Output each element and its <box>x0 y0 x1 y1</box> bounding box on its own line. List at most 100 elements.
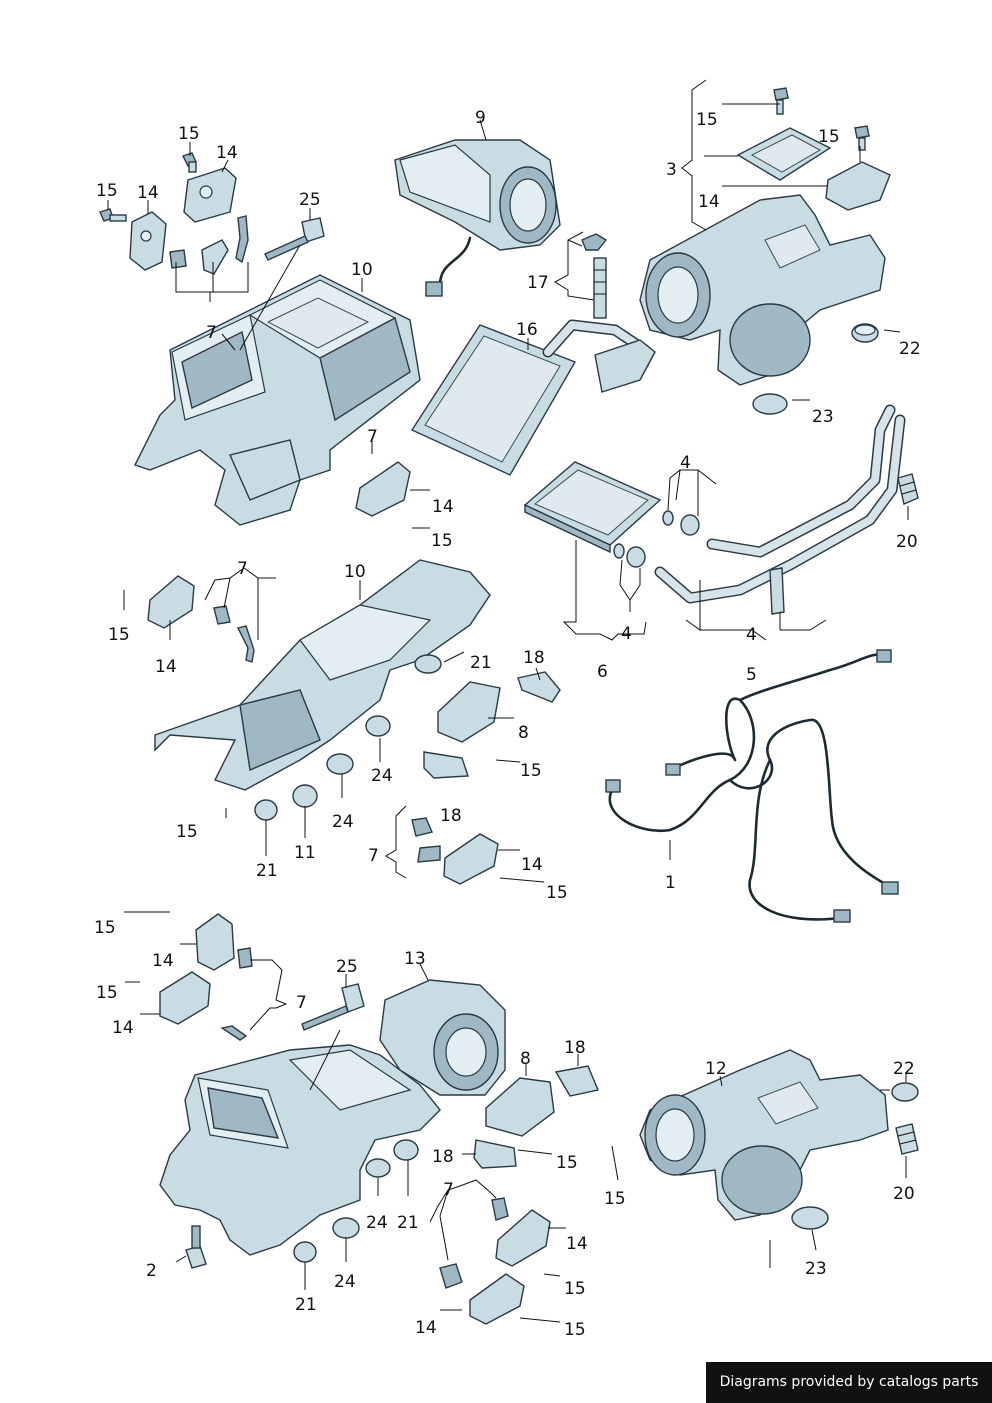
heat-exchanger-16 <box>410 319 656 476</box>
callout-15: 15 <box>176 822 198 842</box>
callout-8: 8 <box>518 723 529 743</box>
sensor-18 <box>554 1065 599 1097</box>
callout-23: 23 <box>812 407 834 427</box>
cover-plate <box>736 127 832 181</box>
callout-15: 15 <box>178 124 200 144</box>
callout-20: 20 <box>896 532 918 552</box>
callout-22: 22 <box>893 1059 915 1079</box>
callout-4: 4 <box>746 625 757 645</box>
grommet-20 <box>895 1123 919 1155</box>
callout-2: 2 <box>146 1261 157 1281</box>
heater-core-6 <box>523 461 662 554</box>
servo-motor-actuator <box>195 913 235 971</box>
callout-23: 23 <box>805 1259 827 1279</box>
callout-15: 15 <box>431 531 453 551</box>
callout-4: 4 <box>680 453 691 473</box>
callout-17: 17 <box>527 273 549 293</box>
screw <box>182 152 197 173</box>
callout-14: 14 <box>152 951 174 971</box>
callout-1: 1 <box>665 873 676 893</box>
sensor-18 <box>423 751 469 779</box>
wiring-harness-1 <box>605 649 899 923</box>
linkage-parts <box>220 947 253 1041</box>
air-distribution-housing-front <box>134 274 421 526</box>
gaskets-4 <box>613 510 700 568</box>
screw <box>854 125 870 151</box>
callout-4: 4 <box>621 624 632 644</box>
callout-14: 14 <box>137 183 159 203</box>
linkage-parts <box>439 1197 509 1289</box>
callout-9: 9 <box>475 108 486 128</box>
air-distribution-housing-13 <box>159 1044 441 1256</box>
callout-6: 6 <box>597 662 608 682</box>
linkage-parts <box>213 605 255 663</box>
callout-25: 25 <box>336 957 358 977</box>
callout-15: 15 <box>604 1189 626 1209</box>
callout-14: 14 <box>415 1318 437 1338</box>
linkage-parts <box>169 215 249 275</box>
callout-24: 24 <box>371 766 393 786</box>
callout-15: 15 <box>108 625 130 645</box>
callout-15: 15 <box>696 110 718 130</box>
callout-21: 21 <box>470 653 492 673</box>
blower-housing-13 <box>379 979 506 1096</box>
callout-18: 18 <box>564 1038 586 1058</box>
callout-14: 14 <box>566 1234 588 1254</box>
callout-21: 21 <box>397 1213 419 1233</box>
callout-21: 21 <box>295 1295 317 1315</box>
callout-12: 12 <box>705 1059 727 1079</box>
callout-14: 14 <box>521 855 543 875</box>
screw <box>773 87 789 115</box>
coolant-pipes-5 <box>654 404 906 615</box>
plug-22 <box>891 1082 919 1102</box>
callout-15: 15 <box>546 883 568 903</box>
servo-motor-actuator <box>183 167 237 223</box>
callout-7: 7 <box>368 846 379 866</box>
callout-15: 15 <box>556 1153 578 1173</box>
callout-7: 7 <box>237 559 248 579</box>
servo-motor-actuator <box>147 575 195 629</box>
callout-14: 14 <box>432 497 454 517</box>
air-distribution-housing-12 <box>639 1049 889 1221</box>
callout-14: 14 <box>216 143 238 163</box>
callout-16: 16 <box>516 320 538 340</box>
grommets <box>254 654 442 821</box>
callout-15: 15 <box>564 1320 586 1340</box>
temperature-sensor-25 <box>264 217 325 261</box>
callout-15: 15 <box>818 127 840 147</box>
callout-8: 8 <box>520 1049 531 1069</box>
callout-18: 18 <box>440 806 462 826</box>
servo-motor-actuator <box>355 461 411 517</box>
servo-motor-actuator <box>159 971 211 1025</box>
servo-motor-actuator <box>825 161 891 211</box>
callout-25: 25 <box>299 190 321 210</box>
callout-24: 24 <box>332 812 354 832</box>
callout-10: 10 <box>351 260 373 280</box>
callout-14: 14 <box>155 657 177 677</box>
sensor-18 <box>473 1139 517 1169</box>
cap-23 <box>791 1206 829 1230</box>
callout-7: 7 <box>296 993 307 1013</box>
callout-15: 15 <box>96 983 118 1003</box>
temperature-sensor-25 <box>301 983 365 1031</box>
actuator-8 <box>437 681 501 743</box>
footer-credit: Diagrams provided by catalogs parts <box>706 1362 992 1403</box>
callout-21: 21 <box>256 861 278 881</box>
callout-3: 3 <box>666 160 677 180</box>
callout-15: 15 <box>520 761 542 781</box>
callout-24: 24 <box>366 1213 388 1233</box>
callout-18: 18 <box>432 1147 454 1167</box>
lower-housing-10 <box>154 559 491 791</box>
callout-24: 24 <box>334 1272 356 1292</box>
leader-lines <box>107 79 909 1323</box>
screw <box>99 208 127 222</box>
callout-15: 15 <box>94 918 116 938</box>
servo-motor-actuator <box>411 817 499 885</box>
valve-17 <box>581 233 608 319</box>
blower-motor-9 <box>394 139 561 297</box>
cap-23 <box>752 393 788 415</box>
callout-22: 22 <box>899 339 921 359</box>
plug-22 <box>851 323 879 343</box>
callout-18: 18 <box>523 648 545 668</box>
